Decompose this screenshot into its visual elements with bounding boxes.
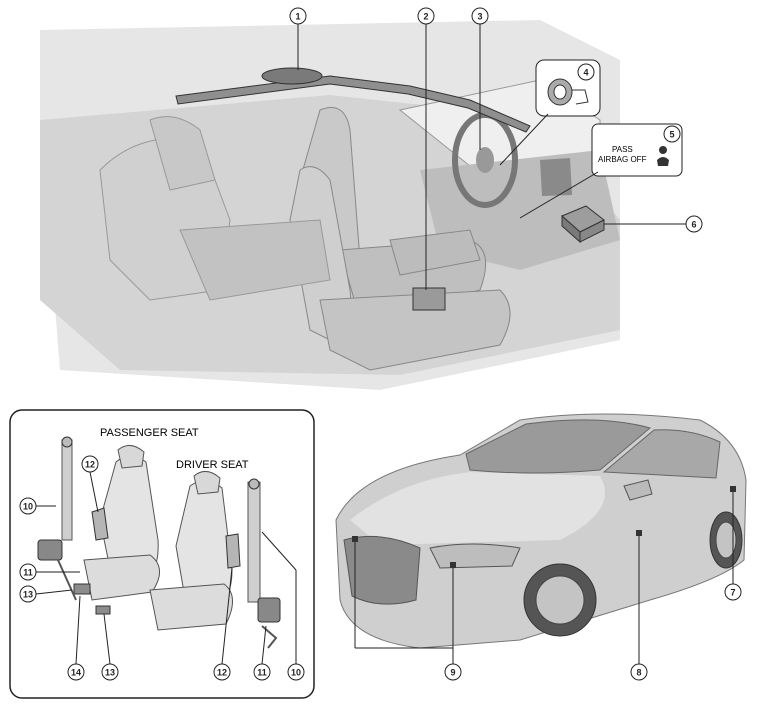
driver-seat [149,471,241,631]
svg-text:10: 10 [291,668,301,678]
passenger-seatbelt [37,436,77,601]
driver-seat-label: DRIVER SEAT [176,459,249,471]
svg-text:13: 13 [105,668,115,678]
svg-text:5: 5 [669,130,674,140]
indicator-line1: PASS [612,145,633,154]
callout-2: 2 [417,7,435,25]
callout-14: 14 [67,663,85,681]
indicator-line2: AIRBAG OFF [598,155,647,164]
callout-12a: 12 [81,455,99,473]
driver-seatbelt [247,478,281,649]
callout-1: 1 [289,7,307,25]
seat-inset-panel: PASSENGER SEAT DRIVER SEAT [9,409,315,699]
svg-text:7: 7 [730,588,735,598]
callout-6: 6 [685,215,703,233]
callout-10a: 10 [19,497,37,515]
callout-4: 4 [577,63,595,81]
interior-illustration [40,20,620,390]
callout-12b: 12 [213,663,231,681]
svg-text:3: 3 [477,12,482,22]
callout-13b: 13 [101,663,119,681]
svg-text:6: 6 [691,220,696,230]
svg-text:12: 12 [85,460,95,470]
car-exterior [335,413,747,649]
callout-13a: 13 [19,585,37,603]
svg-text:11: 11 [23,568,33,578]
passenger-seat-label: PASSENGER SEAT [100,427,199,439]
callout-3: 3 [471,7,489,25]
svg-text:9: 9 [450,668,455,678]
svg-text:4: 4 [583,68,588,78]
callout-5: 5 [663,125,681,143]
callout-11b: 11 [253,663,271,681]
svg-text:1: 1 [295,12,300,22]
svg-text:8: 8 [636,668,641,678]
airbag-off-icon [657,146,669,166]
callout-9: 9 [444,663,462,681]
passenger-seat [73,445,160,615]
svg-text:10: 10 [23,502,33,512]
callout-11a: 11 [19,563,37,581]
callout-7: 7 [724,583,742,601]
svg-text:11: 11 [257,668,267,678]
callout-10b: 10 [287,663,305,681]
svg-text:13: 13 [23,590,33,600]
svg-text:12: 12 [217,668,227,678]
svg-text:14: 14 [71,668,81,678]
pass-airbag-off-indicator: PASS AIRBAG OFF [519,123,683,219]
callout-8: 8 [630,663,648,681]
svg-text:2: 2 [423,12,428,22]
